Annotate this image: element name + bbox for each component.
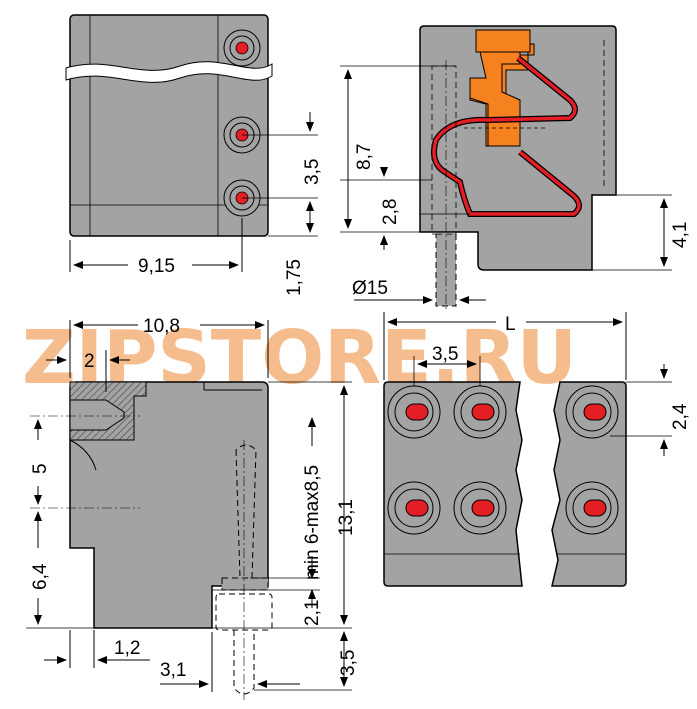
dim-pin-range: min 6-max8,5: [302, 465, 323, 580]
top-view: 9,15 3,5 1,75: [65, 14, 323, 296]
top-hole-1: [223, 29, 261, 67]
dim-side-lower: 2,8: [380, 199, 401, 225]
dim-bottom-pitch: 3,5: [432, 344, 458, 365]
dim-front-notch: 2: [84, 351, 95, 372]
dim-top-pitch: 3,5: [302, 159, 323, 185]
bottom-hole-1: [387, 385, 441, 439]
dim-top-width: 9,15: [138, 256, 175, 277]
bottom-hole-5: [453, 481, 507, 535]
side-view: 8,7 2,8 4,1 Ø15: [340, 25, 691, 310]
bottom-hole-2: [453, 385, 507, 439]
dim-pin-spacing: 3,1: [160, 660, 186, 681]
bottom-hole-4: [387, 481, 441, 535]
dim-front-bottom-step: 1,2: [114, 638, 140, 659]
dim-top-offset: 1,75: [284, 259, 305, 296]
bottom-hole-3: [565, 385, 619, 439]
dim-side-height: 8,7: [354, 144, 375, 170]
dim-pin-diameter: Ø15: [352, 278, 388, 299]
dim-length: L: [505, 314, 516, 335]
dim-side-right: 4,1: [670, 222, 691, 248]
dim-front-width: 10,8: [143, 316, 180, 337]
dim-bottom-right: 2,4: [670, 403, 691, 430]
bottom-view: L 3,5 2,4: [383, 312, 691, 587]
bottom-hole-6: [565, 481, 619, 535]
dim-pin-protrusion: 3,5: [338, 650, 359, 676]
dim-front-upper: 5: [30, 463, 51, 474]
dim-front-lower: 6,4: [30, 563, 51, 590]
dim-pin-length: 2,1: [302, 600, 323, 626]
dim-front-total: 13,1: [336, 499, 357, 536]
front-view: 10,8 2 5 6,4 13,1 min 6-max8,5 2,1 3,5 1…: [26, 316, 359, 700]
